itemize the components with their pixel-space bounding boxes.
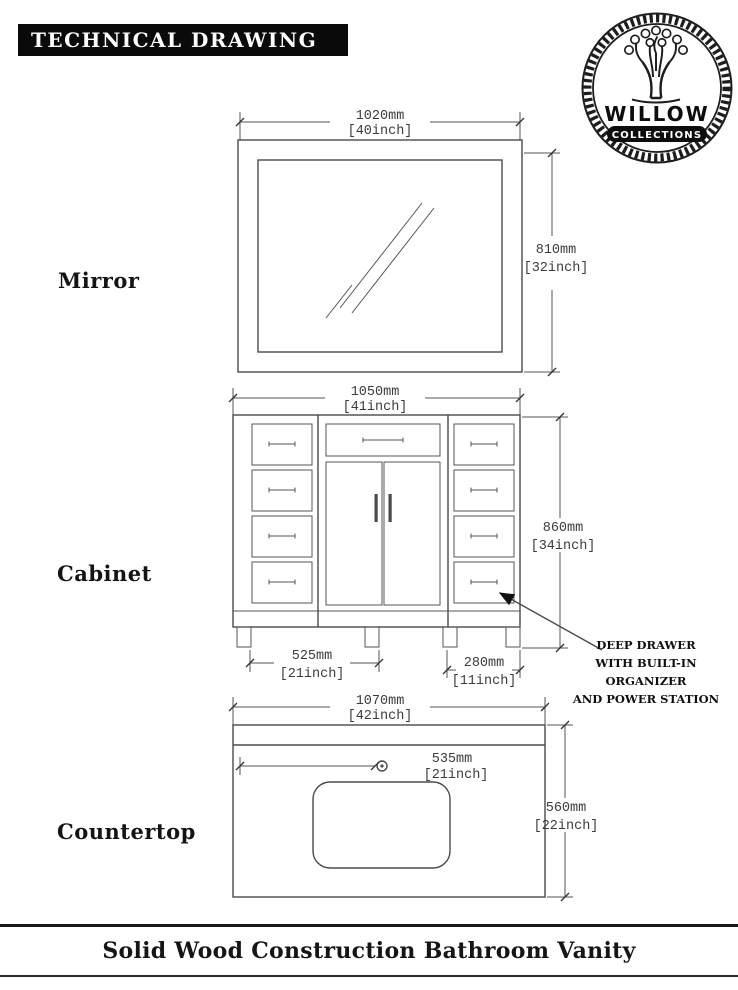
title-banner: TECHNICAL DRAWING: [18, 24, 348, 56]
cabinet-left-width-dimension: [245, 650, 384, 672]
cabinet-width-in-label: [41inch]: [343, 400, 408, 415]
deep-drawer-callout: DEEP DRAWER WITH BUILT-IN ORGANIZER AND …: [572, 638, 720, 706]
center-top-drawer: [325, 423, 441, 457]
sink-cutout: [312, 781, 451, 869]
mirror-glass: [257, 159, 503, 353]
callout-arrow: [498, 592, 603, 651]
svg-text:WITH BUILT-IN: WITH BUILT-IN: [594, 656, 697, 670]
cabinet-right-mm-label: 280mm: [464, 656, 505, 671]
logo-sub-pill: [607, 126, 707, 142]
countertop-width-dimension: [228, 697, 550, 725]
countertop-depth-dimension: [547, 720, 573, 902]
cabinet-right-in-label: [11inch]: [452, 674, 517, 689]
cabinet-left-in-label: [21inch]: [280, 667, 345, 682]
logo-inner-ring: [592, 23, 722, 153]
svg-text:ORGANIZER: ORGANIZER: [606, 674, 687, 688]
footer-divider-thin: [0, 975, 738, 977]
left-door: [325, 461, 383, 606]
cabinet-right-drawers: [453, 423, 515, 604]
logo-brand-text: WILLOW: [604, 102, 709, 126]
countertop-depth-mm-label: 560mm: [546, 801, 587, 816]
mirror-width-dimension: [235, 112, 525, 140]
svg-text:AND POWER STATION: AND POWER STATION: [572, 692, 720, 706]
mirror-section: 1020mm [40inch] 810mm [32inch] Mirro: [58, 109, 589, 377]
faucet-mm-label: 535mm: [432, 752, 473, 767]
mirror-width-in-label: [40inch]: [348, 124, 413, 139]
faucet-hole-center: [380, 764, 384, 768]
cabinet-right-width-dimension: [442, 650, 525, 678]
cabinet-width-dimension: [228, 388, 525, 415]
svg-text:DEEP DRAWER: DEEP DRAWER: [596, 638, 696, 652]
logo-outer-ring: [581, 12, 733, 164]
mirror-height-mm-label: 810mm: [536, 243, 577, 258]
product-title: Solid Wood Construction Bathroom Vanity: [102, 938, 636, 964]
countertop-width-mm-label: 1070mm: [356, 694, 405, 709]
countertop-section: 1070mm [42inch] 535mm [21inch]: [57, 694, 599, 902]
mirror-section-label: Mirror: [58, 268, 140, 293]
willow-logo: WILLOW COLLECTIONS: [581, 12, 733, 164]
right-door: [383, 461, 441, 606]
cabinet-left-drawers: [251, 423, 313, 604]
cabinet-height-mm-label: 860mm: [543, 521, 584, 536]
cabinet-section: 1050mm [41inch]: [57, 385, 720, 706]
countertop-body: [232, 724, 546, 898]
left-door-handle: [374, 494, 378, 522]
faucet-dimension: [235, 757, 380, 775]
cabinet-height-in-label: [34inch]: [531, 539, 596, 554]
faucet-hole: [376, 760, 388, 772]
mirror-height-dimension: [524, 148, 560, 377]
logo-rope-ring: [583, 14, 731, 162]
mirror-height-in-label: [32inch]: [524, 261, 589, 276]
mirror-reflection-lines: [325, 202, 435, 319]
countertop-width-in-label: [42inch]: [348, 709, 413, 724]
countertop-section-label: Countertop: [57, 819, 196, 844]
right-door-handle: [388, 494, 392, 522]
cabinet-left-mm-label: 525mm: [292, 649, 333, 664]
faucet-in-label: [21inch]: [424, 768, 489, 783]
countertop-depth-in-label: [22inch]: [534, 819, 599, 834]
cabinet-section-label: Cabinet: [57, 561, 152, 586]
mirror-width-mm-label: 1020mm: [356, 109, 405, 124]
cabinet-width-mm-label: 1050mm: [351, 385, 400, 400]
mirror-frame: [237, 139, 523, 373]
cabinet-height-dimension: [522, 412, 568, 653]
cabinet-center: [325, 423, 441, 606]
logo-sub-text: COLLECTIONS: [612, 130, 703, 141]
cabinet-legs: [236, 626, 521, 648]
tree-icon: [623, 25, 689, 104]
footer-divider-thick: [0, 924, 738, 927]
